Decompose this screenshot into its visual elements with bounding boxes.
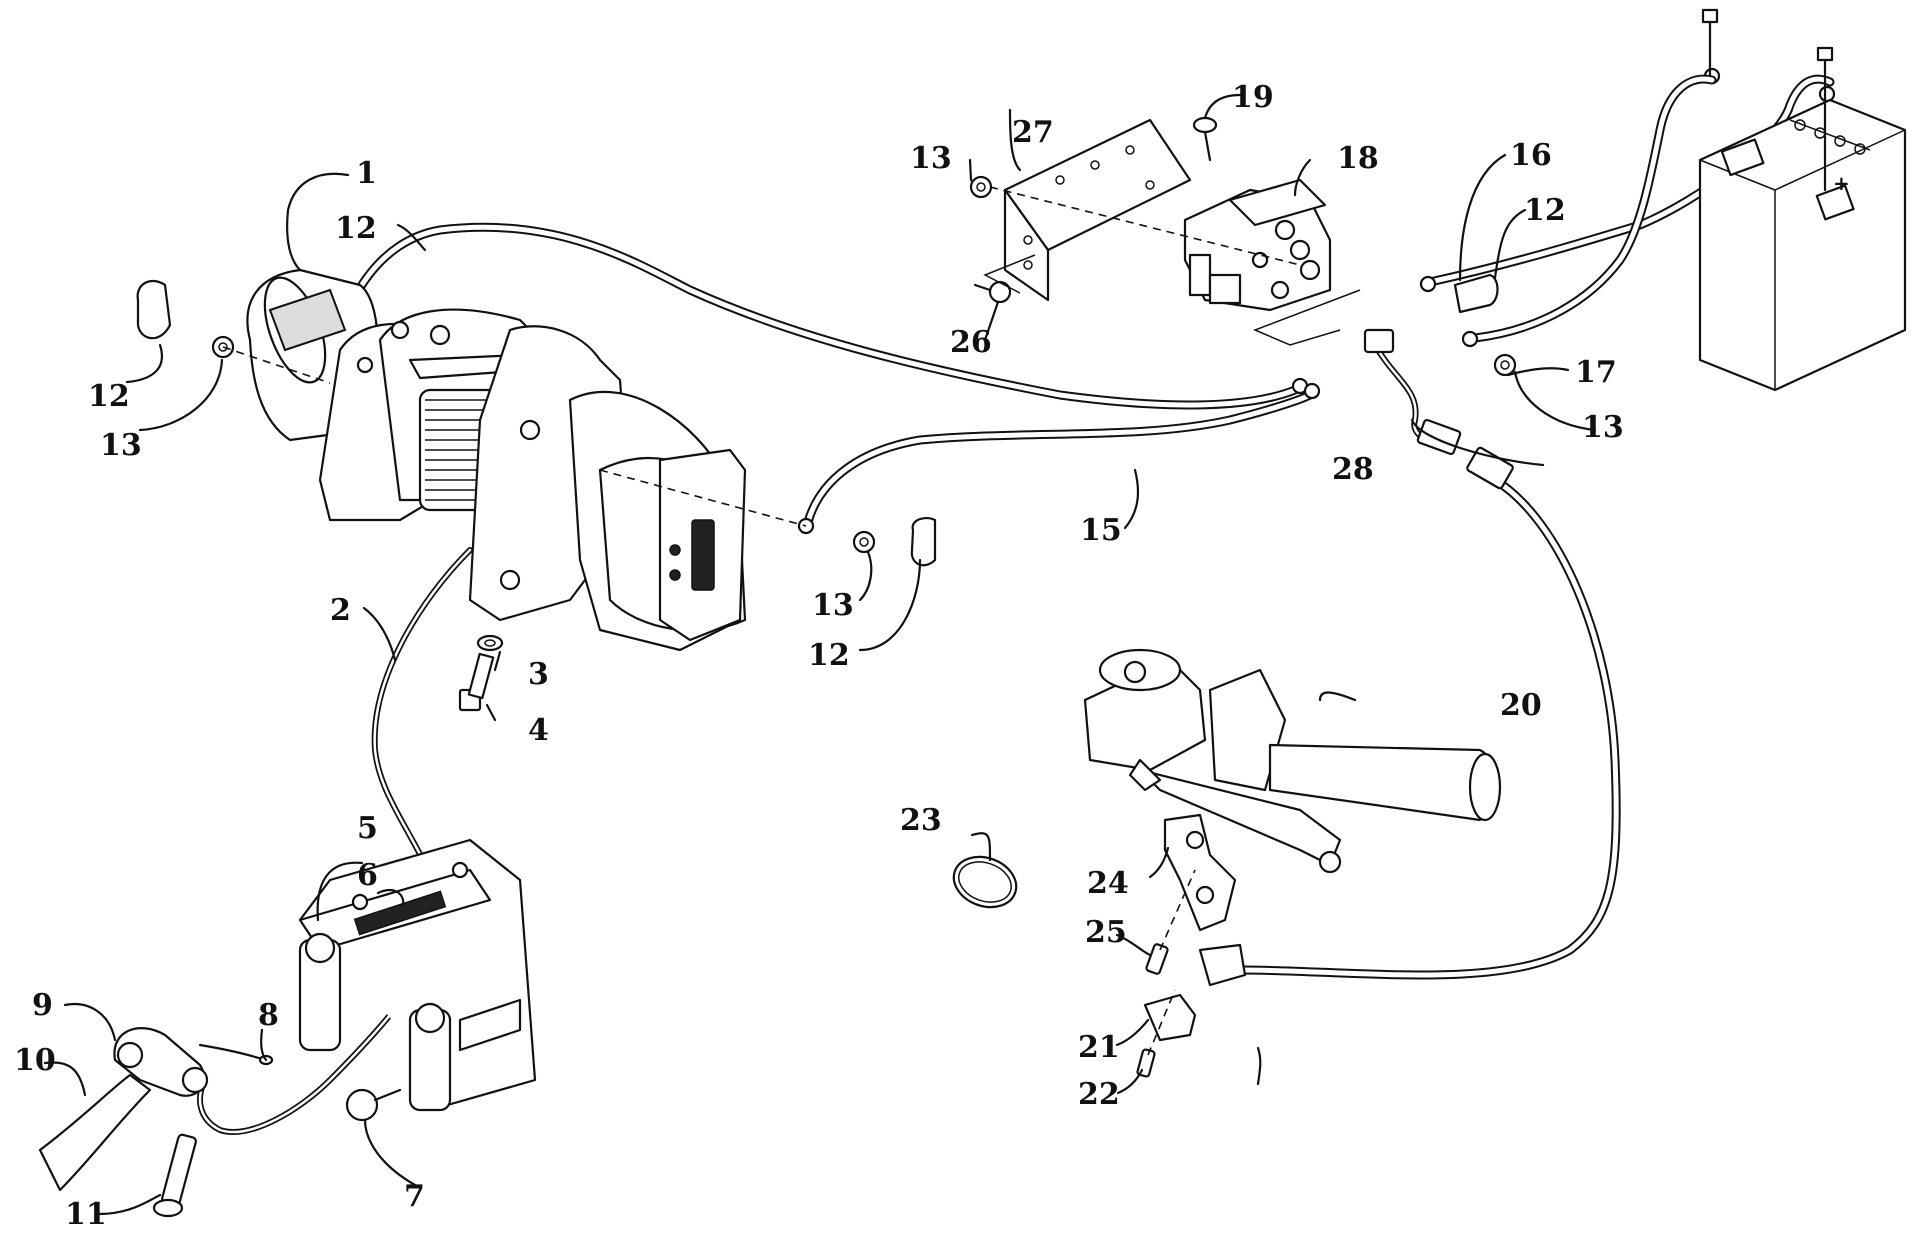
callout-2: 2 bbox=[330, 593, 351, 628]
cable-15 bbox=[797, 382, 1321, 535]
callout-12-mid: 12 bbox=[808, 638, 850, 673]
callout-18: 18 bbox=[1337, 141, 1379, 176]
screw-25 bbox=[1145, 943, 1169, 975]
nut-13-bracket bbox=[969, 175, 993, 199]
cable-17 bbox=[1461, 74, 1836, 348]
callout-25: 25 bbox=[1085, 915, 1127, 950]
hook-strap-10 bbox=[38, 1073, 152, 1192]
fairlead-warning-label bbox=[353, 890, 447, 936]
ring-terminal-17 bbox=[1818, 85, 1836, 103]
pin-11 bbox=[152, 1133, 197, 1218]
handlebar-grip bbox=[1268, 743, 1497, 822]
roller-fairlead bbox=[298, 838, 537, 1112]
switch-21 bbox=[1143, 943, 1247, 1042]
callout-27: 27 bbox=[1012, 115, 1054, 150]
battery-bolt-right bbox=[1816, 46, 1834, 192]
callout-23: 23 bbox=[900, 803, 942, 838]
callout-24: 24 bbox=[1087, 866, 1129, 901]
cable-tie-23 bbox=[952, 855, 1018, 909]
callout-1: 1 bbox=[356, 156, 377, 191]
callout-13-battery: 13 bbox=[1582, 410, 1624, 445]
svg-text:+: + bbox=[1833, 171, 1850, 195]
battery-bolt-left bbox=[1701, 8, 1719, 77]
bolt-4 bbox=[458, 652, 495, 712]
callout-19: 19 bbox=[1232, 80, 1274, 115]
battery: + bbox=[1698, 98, 1907, 392]
nut-13-battery bbox=[1493, 353, 1517, 377]
hook-9 bbox=[113, 1027, 209, 1097]
callout-6: 6 bbox=[357, 858, 378, 893]
callout-7: 7 bbox=[404, 1179, 425, 1214]
callout-10: 10 bbox=[14, 1043, 56, 1078]
callout-12-battery: 12 bbox=[1524, 193, 1566, 228]
callout-4: 4 bbox=[528, 713, 549, 748]
solenoid-18 bbox=[1183, 178, 1332, 312]
callout-8: 8 bbox=[258, 998, 279, 1033]
callout-26: 26 bbox=[950, 325, 992, 360]
leader-lines bbox=[43, 93, 1597, 1216]
screw-19 bbox=[1192, 116, 1218, 162]
callout-20: 20 bbox=[1500, 688, 1542, 723]
mounting-bracket-27 bbox=[1003, 118, 1192, 302]
pin-8 bbox=[198, 1043, 274, 1066]
callout-16: 16 bbox=[1510, 138, 1552, 173]
harness-28 bbox=[1363, 328, 1514, 490]
callout-13-left: 13 bbox=[100, 428, 142, 463]
cable-20 bbox=[1235, 475, 1621, 980]
connector-28a bbox=[1363, 328, 1395, 354]
winch-assembly bbox=[246, 268, 747, 652]
nut-13-mid bbox=[852, 530, 876, 554]
screw-26 bbox=[973, 280, 1012, 304]
boot-12-battery bbox=[1453, 273, 1499, 314]
callout-5: 5 bbox=[357, 811, 378, 846]
handlebar-controls bbox=[1083, 648, 1502, 874]
callout-14: 12 bbox=[335, 211, 377, 246]
ring-terminal-15b bbox=[1303, 382, 1321, 400]
boot-12-mid bbox=[910, 516, 937, 567]
callout-21: 21 bbox=[1078, 1030, 1120, 1065]
screw-7 bbox=[345, 1088, 402, 1122]
callout-11: 11 bbox=[65, 1197, 107, 1232]
callout-22: 22 bbox=[1078, 1077, 1120, 1112]
callout-13-mid: 13 bbox=[812, 588, 854, 623]
callout-3: 3 bbox=[528, 657, 549, 692]
callout-13-bracket: 13 bbox=[910, 141, 952, 176]
winch-brand-label bbox=[691, 519, 715, 591]
callout-9: 9 bbox=[32, 988, 53, 1023]
callout-17: 17 bbox=[1575, 355, 1617, 390]
callout-28: 28 bbox=[1332, 452, 1374, 487]
boot-12-left bbox=[136, 279, 172, 340]
callout-12-left: 12 bbox=[88, 379, 130, 414]
washer-3 bbox=[476, 634, 504, 652]
callout-15: 15 bbox=[1080, 513, 1122, 548]
callout-labels: 1 12 12 13 2 3 4 13 12 15 27 13 26 19 18… bbox=[14, 80, 1624, 1232]
connector-28b bbox=[1416, 418, 1462, 456]
switch-mount-24 bbox=[1163, 813, 1237, 932]
